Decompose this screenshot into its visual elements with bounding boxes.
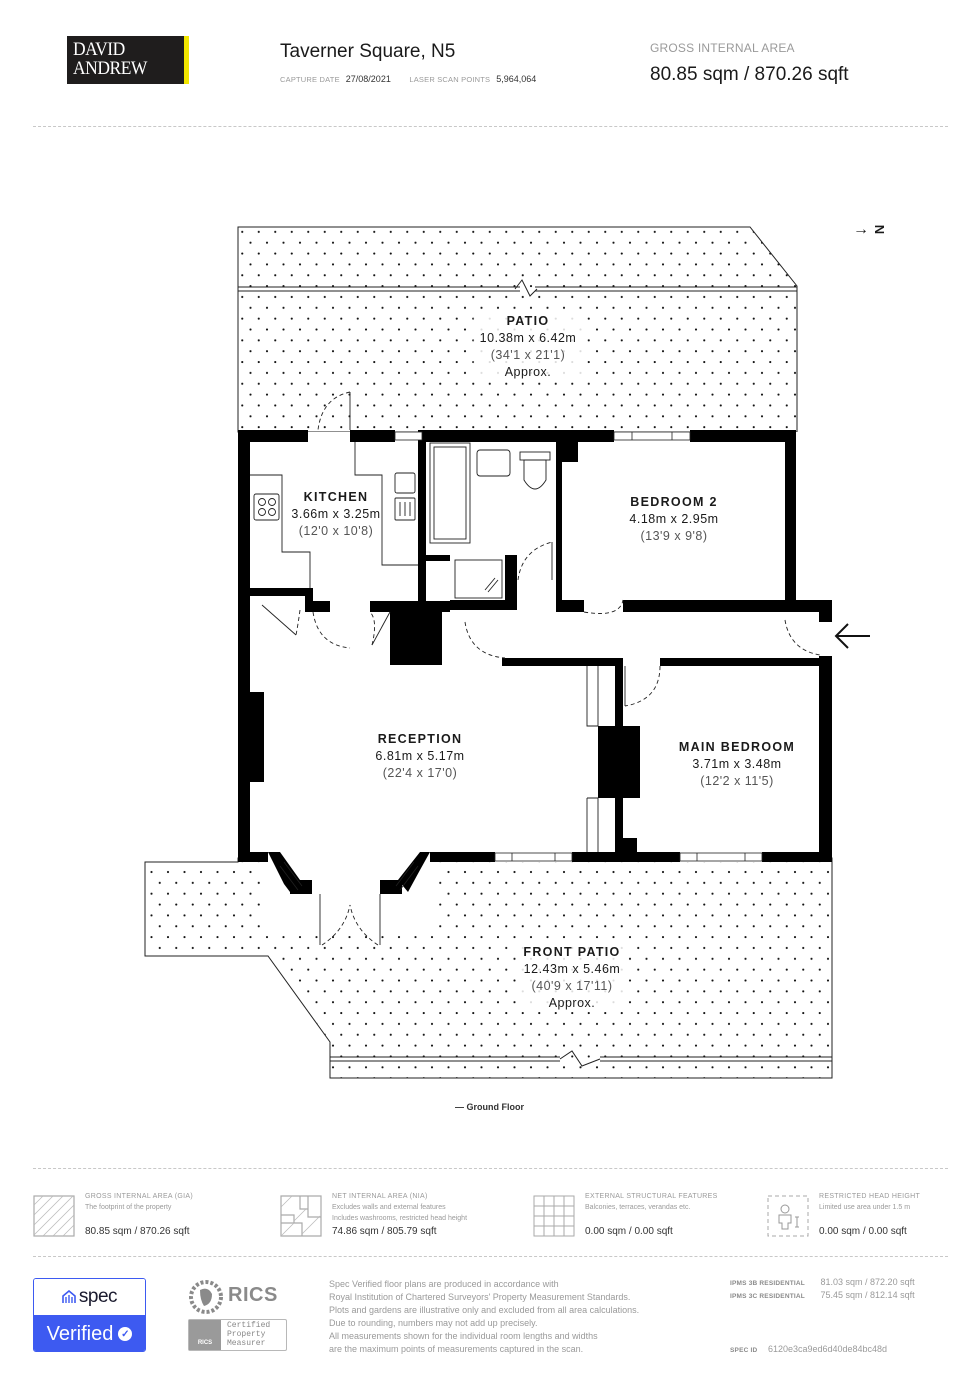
disclaimer-line: are the maximum points of measurements c… — [329, 1344, 584, 1354]
legend-title: EXTERNAL STRUCTURAL FEATURES — [585, 1193, 718, 1200]
disclaimer-line: Royal Institution of Chartered Surveyors… — [329, 1292, 631, 1302]
legend-desc: Limited use area under 1.5 m — [819, 1204, 911, 1211]
laser-scan-points: 5,964,064 — [496, 74, 537, 84]
room-name: BEDROOM 2 — [630, 495, 718, 509]
divider — [33, 126, 948, 127]
room-metric: 10.38m x 6.42m — [479, 331, 577, 345]
room-imperial: (12'0 x 10'8) — [298, 524, 374, 538]
brand-line-2: ANDREW — [73, 58, 147, 79]
disclaimer-line: Spec Verified floor plans are produced i… — [329, 1279, 559, 1289]
north-compass: → N — [853, 221, 887, 239]
spec-verified-badge: spec Verified ✓ — [33, 1278, 146, 1352]
room-name: RECEPTION — [377, 732, 463, 746]
room-imperial: (13'9 x 9'8) — [640, 529, 708, 543]
spec-house-icon — [62, 1290, 76, 1303]
header: DAVID ANDREW Taverner Square, N5 CAPTURE… — [0, 0, 980, 130]
cert-line: Property — [227, 1330, 266, 1339]
ipms-row: IPMS 3C RESIDENTIAL 75.45 sqm / 812.14 s… — [730, 1290, 915, 1303]
legend-title: GROSS INTERNAL AREA (GIA) — [85, 1193, 193, 1200]
gia-value: 80.85 sqm / 870.26 sqft — [650, 64, 849, 85]
ipms-value: 81.03 sqm / 872.20 sqft — [820, 1277, 915, 1287]
legend-desc: The footprint of the property — [85, 1204, 172, 1211]
door-swings — [261, 391, 821, 946]
divider — [33, 1256, 948, 1257]
legend-title: NET INTERNAL AREA (NIA) — [332, 1193, 428, 1200]
cert-line: Measurer — [227, 1339, 266, 1348]
legend-value: 0.00 sqm / 0.00 sqft — [819, 1226, 907, 1237]
compass-arrow-icon: → — [853, 221, 869, 238]
legend-value: 74.86 sqm / 805.79 sqft — [332, 1226, 437, 1237]
room-metric: 3.71m x 3.48m — [692, 757, 782, 771]
room-label-front-patio: FRONT PATIO 12.43m x 5.46m (40'9 x 17'11… — [517, 943, 627, 1012]
check-icon: ✓ — [118, 1327, 133, 1341]
disclaimer: Spec Verified floor plans are produced i… — [329, 1278, 709, 1356]
spec-id-value: 6120e3ca9ed6d40de84bc48d — [767, 1344, 888, 1354]
ipms-table: IPMS 3B RESIDENTIAL 81.03 sqm / 872.20 s… — [730, 1277, 915, 1303]
property-title: Taverner Square, N5 — [280, 41, 456, 62]
disclaimer-line: All measurements shown for the individua… — [329, 1331, 598, 1341]
brand-logo: DAVID ANDREW — [67, 36, 189, 84]
walls — [238, 430, 832, 894]
room-name: KITCHEN — [303, 490, 369, 504]
room-imperial: (40'9 x 17'11) — [531, 979, 613, 993]
legend-title: RESTRICTED HEAD HEIGHT — [819, 1193, 921, 1200]
room-label-main-bedroom: MAIN BEDROOM 3.71m x 3.48m (12'2 x 11'5) — [679, 740, 795, 788]
room-note: Approx. — [504, 365, 552, 379]
rics-logo: RICS RICS Certified Property Measurer — [186, 1278, 291, 1354]
room-imperial: (34'1 x 21'1) — [490, 348, 566, 362]
room-imperial: (22'4 x 17'0) — [382, 766, 458, 780]
room-label-kitchen: KITCHEN 3.66m x 3.25m (12'0 x 10'8) — [291, 490, 380, 538]
spec-id: SPEC ID 6120e3ca9ed6d40de84bc48d — [730, 1344, 887, 1354]
compass-north-letter: N — [871, 224, 887, 235]
person-height-icon — [767, 1195, 809, 1237]
room-metric: 4.18m x 2.95m — [629, 512, 719, 526]
legend-desc: Excludes walls and external features — [332, 1204, 446, 1211]
rics-box-label: RICS — [189, 1320, 221, 1350]
room-metric: 3.66m x 3.25m — [291, 507, 381, 521]
floor-plan — [144, 226, 870, 1079]
front-patio-area — [144, 856, 833, 1079]
spec-status: Verified — [46, 1322, 114, 1345]
capture-meta: CAPTURE DATE 27/08/2021 LASER SCAN POINTS… — [280, 74, 552, 84]
ipms-label: IPMS 3B RESIDENTIAL — [730, 1280, 805, 1287]
legend-desc: Balconies, terraces, verandas etc. — [585, 1204, 691, 1211]
spec-brand: spec — [78, 1286, 118, 1307]
room-metric: 12.43m x 5.46m — [523, 962, 621, 976]
cert-line: Certified — [227, 1321, 271, 1330]
ipms-value: 75.45 sqm / 812.14 sqft — [820, 1290, 915, 1300]
room-label-bedroom-2: BEDROOM 2 4.18m x 2.95m (13'9 x 9'8) — [629, 495, 718, 543]
windows — [279, 431, 763, 891]
capture-date-label: CAPTURE DATE — [280, 75, 340, 84]
legend-value: 0.00 sqm / 0.00 sqft — [585, 1226, 673, 1237]
room-name: MAIN BEDROOM — [678, 740, 796, 754]
legend-value: 80.85 sqm / 870.26 sqft — [85, 1226, 190, 1237]
hatched-rooms-icon — [280, 1195, 322, 1237]
room-note: Approx. — [548, 996, 596, 1010]
room-label-patio: PATIO 10.38m x 6.42m (34'1 x 21'1) Appro… — [473, 312, 583, 381]
rics-certified-box: RICS Certified Property Measurer — [188, 1319, 287, 1351]
disclaimer-line: Due to rounding, numbers may not add up … — [329, 1318, 538, 1328]
room-name: PATIO — [506, 314, 550, 328]
gia-label: GROSS INTERNAL AREA — [650, 41, 795, 55]
capture-date: 27/08/2021 — [345, 74, 391, 84]
spec-id-label: SPEC ID — [730, 1347, 758, 1354]
brand-line-1: DAVID — [73, 39, 125, 60]
room-imperial: (12'2 x 11'5) — [700, 774, 774, 788]
hatched-square-icon — [33, 1195, 75, 1237]
room-label-reception: RECEPTION 6.81m x 5.17m (22'4 x 17'0) — [375, 732, 464, 780]
room-name: FRONT PATIO — [523, 945, 621, 959]
ipms-row: IPMS 3B RESIDENTIAL 81.03 sqm / 872.20 s… — [730, 1277, 915, 1290]
entrance-arrow-icon — [834, 623, 870, 649]
floor-caption: — Ground Floor — [455, 1102, 524, 1112]
grid-icon — [533, 1195, 575, 1237]
rics-word: RICS — [228, 1284, 278, 1306]
laser-scan-label: LASER SCAN POINTS — [409, 75, 491, 84]
ipms-label: IPMS 3C RESIDENTIAL — [730, 1293, 805, 1300]
room-metric: 6.81m x 5.17m — [375, 749, 465, 763]
rics-lion-icon — [189, 1280, 223, 1314]
divider — [33, 1168, 948, 1169]
fixtures — [250, 442, 599, 852]
legend-desc-2: Includes washrooms, restricted head heig… — [332, 1215, 468, 1222]
disclaimer-line: Plots and gardens are illustrative only … — [329, 1305, 640, 1315]
